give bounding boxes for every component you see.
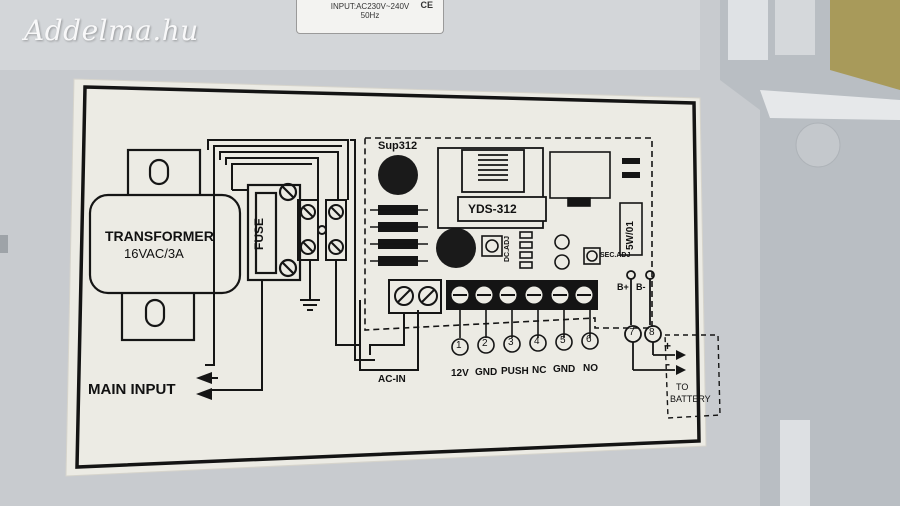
sup312-label: Sup312 <box>378 140 418 152</box>
battery-label: BATTERY <box>670 394 711 404</box>
rating-freq-text: 50Hz <box>360 11 380 20</box>
terminal-name: PUSH <box>501 366 529 377</box>
fuse-symbol <box>246 182 302 282</box>
battery-terminal-num: 7 <box>629 327 635 338</box>
rating-input-text: INPUT:AC230V~240V <box>330 2 410 11</box>
sec-adj-label: SEC.ADJ <box>600 252 631 259</box>
site-watermark: Addelma.hu <box>24 14 199 47</box>
yds312-module <box>437 147 547 229</box>
ac-in-terminal <box>388 279 442 314</box>
battery-plus-sign: + <box>664 339 672 353</box>
dc-adj-label: DC.ADJ <box>504 235 511 262</box>
pcb-outline <box>364 137 653 331</box>
wiring-sticker <box>65 78 707 477</box>
sup312-capacitor <box>378 155 418 195</box>
output-terminal-strip <box>446 280 598 310</box>
battery-wiring <box>624 270 721 419</box>
terminal-name: 12V <box>451 368 469 379</box>
terminal-num: 5 <box>560 335 566 346</box>
main-input-label: MAIN INPUT <box>88 381 176 398</box>
b-minus-label: B- <box>636 282 646 292</box>
terminal-name: NC <box>532 365 547 376</box>
terminal-num: 1 <box>456 340 462 351</box>
battery-minus-sign: - <box>666 357 670 371</box>
yds312-label: YDS-312 <box>468 202 517 216</box>
rating-tag: INPUT:AC230V~240V 50Hz CE <box>296 0 444 34</box>
resistor-label: 5W/01 <box>625 221 636 250</box>
terminal-num: 2 <box>482 338 488 349</box>
transformer-symbol <box>88 148 242 342</box>
b-plus-label: B+ <box>617 282 629 292</box>
ac-in-label: AC-IN <box>378 374 406 385</box>
terminal-num: 4 <box>534 336 540 347</box>
terminal-name: GND <box>475 367 498 378</box>
transformer-rating: 16VAC/3A <box>124 246 184 261</box>
terminal-name: GND <box>553 364 576 375</box>
terminal-num: 6 <box>586 334 592 345</box>
fuse-label: FUSE <box>252 217 266 250</box>
transformer-title: TRANSFORMER <box>105 228 214 244</box>
terminal-name: NO <box>583 363 598 374</box>
ce-mark: CE <box>420 0 433 10</box>
battery-terminal-num: 8 <box>649 327 655 338</box>
wiring-lines <box>205 139 419 391</box>
to-label: TO <box>676 382 689 392</box>
terminal-num: 3 <box>508 337 514 348</box>
